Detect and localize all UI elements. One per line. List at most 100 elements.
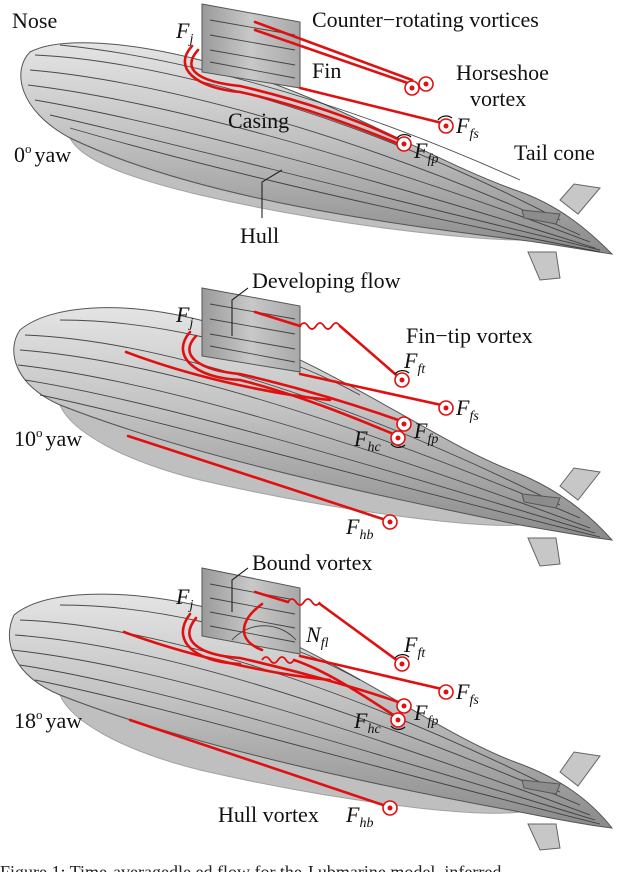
horseshoe-label-line2: vortex xyxy=(470,86,526,111)
point-main: F xyxy=(175,302,190,327)
point-main: F xyxy=(353,708,368,733)
developing-flow-leader xyxy=(231,287,249,336)
fin-tip-vortex-label: Fin−tip vortex xyxy=(406,323,533,348)
point-sub: fs xyxy=(469,409,479,424)
bound-vortex-label: Bound vortex xyxy=(252,550,372,575)
developing-flow-label: Developing flow xyxy=(252,268,401,293)
yaw-unit: yaw xyxy=(46,426,83,451)
yaw-degree-sup: o xyxy=(36,425,43,440)
bound-vortex-leader xyxy=(231,567,249,612)
critical-point-ffp xyxy=(396,698,412,714)
submarine-hull xyxy=(20,42,614,255)
point-label-ffp: Ffp xyxy=(413,138,438,167)
point-sub: fp xyxy=(427,714,438,729)
yaw-unit: yaw xyxy=(35,142,72,167)
point-sub: hc xyxy=(367,722,381,737)
point-label-fj: Fj xyxy=(175,302,193,331)
point-label-fhc: Fhc xyxy=(353,708,381,737)
point-sub: hc xyxy=(367,440,381,455)
point-sub: hb xyxy=(359,816,373,831)
point-sub: j xyxy=(187,598,193,613)
critical-point-ffp xyxy=(396,416,412,432)
point-main: F xyxy=(353,426,368,451)
point-sub: j xyxy=(187,316,193,331)
fin xyxy=(201,567,301,655)
point-main: F xyxy=(175,18,190,43)
critical-point-ffs xyxy=(438,400,454,416)
hull-label: Hull xyxy=(240,223,279,248)
point-main: F xyxy=(403,348,418,373)
point-main: N xyxy=(305,622,322,647)
point-label-fft: Fft xyxy=(403,348,426,377)
vortex-lines xyxy=(124,310,448,522)
yaw-degree-sup: o xyxy=(36,707,43,722)
point-main: F xyxy=(345,802,360,827)
point-main: F xyxy=(413,418,428,443)
tail-cone xyxy=(521,751,601,851)
point-label-ffp: Ffp xyxy=(413,700,438,729)
critical-point-fhb xyxy=(382,514,398,530)
point-label-nfl: Nfl xyxy=(305,622,329,651)
point-label-fft: Fft xyxy=(403,632,426,661)
hull-vortex-label: Hull vortex xyxy=(218,802,319,827)
point-sub: fs xyxy=(469,127,479,142)
nose-label: Nose xyxy=(12,8,57,33)
point-label-fj: Fj xyxy=(175,584,193,613)
point-main: F xyxy=(403,632,418,657)
panel-0deg: Nose Counter−rotating vortices Fin Horse… xyxy=(12,3,614,281)
critical-point-fhc xyxy=(390,430,406,449)
point-label-fhb: Fhb xyxy=(345,514,373,543)
point-label-ffp: Ffp xyxy=(413,418,438,447)
critical-point-fhb xyxy=(382,800,398,816)
fin xyxy=(201,287,301,373)
critical-point-ffs xyxy=(437,115,454,134)
point-main: F xyxy=(345,514,360,539)
tail-cone-label: Tail cone xyxy=(514,140,595,165)
point-main: F xyxy=(455,679,470,704)
critical-point-counter-rotating xyxy=(404,76,434,96)
point-sub: fl xyxy=(321,636,329,651)
yaw-value: 18 xyxy=(14,708,36,733)
point-label-fj: Fj xyxy=(175,18,193,47)
fin xyxy=(201,3,301,89)
critical-point-ffs xyxy=(438,684,454,700)
critical-point-fhc xyxy=(390,712,406,731)
fin-label: Fin xyxy=(312,58,341,83)
yaw-value: 10 xyxy=(14,426,36,451)
counter-rotating-label: Counter−rotating vortices xyxy=(312,7,539,32)
horseshoe-label: Horseshoe xyxy=(456,60,549,85)
casing-label: Casing xyxy=(228,108,289,133)
yaw-unit: yaw xyxy=(46,708,83,733)
submarine-hull xyxy=(8,593,614,829)
point-label-ffs: Ffs xyxy=(455,395,479,424)
point-sub: fp xyxy=(427,152,438,167)
point-sub: fp xyxy=(427,432,438,447)
critical-point-fft xyxy=(394,369,410,388)
point-label-ffs: Ffs xyxy=(455,113,479,142)
point-main: F xyxy=(455,113,470,138)
point-main: F xyxy=(455,395,470,420)
point-main: F xyxy=(413,138,428,163)
point-sub: hb xyxy=(359,528,373,543)
point-label-ffs: Ffs xyxy=(455,679,479,708)
point-sub: ft xyxy=(417,362,426,377)
point-label-fhc: Fhc xyxy=(353,426,381,455)
yaw-value: 0 xyxy=(14,142,25,167)
point-sub: j xyxy=(187,32,193,47)
hull-leader xyxy=(261,169,283,218)
tail-cone xyxy=(521,183,601,281)
point-sub: fs xyxy=(469,693,479,708)
point-sub: ft xyxy=(417,646,426,661)
vortex-lines xyxy=(122,590,448,808)
vortex-lines xyxy=(183,20,448,148)
point-main: F xyxy=(175,584,190,609)
point-main: F xyxy=(413,700,428,725)
critical-point-fft xyxy=(394,653,410,672)
tail-cone xyxy=(521,467,601,567)
point-label-fhb: Fhb xyxy=(345,802,373,831)
